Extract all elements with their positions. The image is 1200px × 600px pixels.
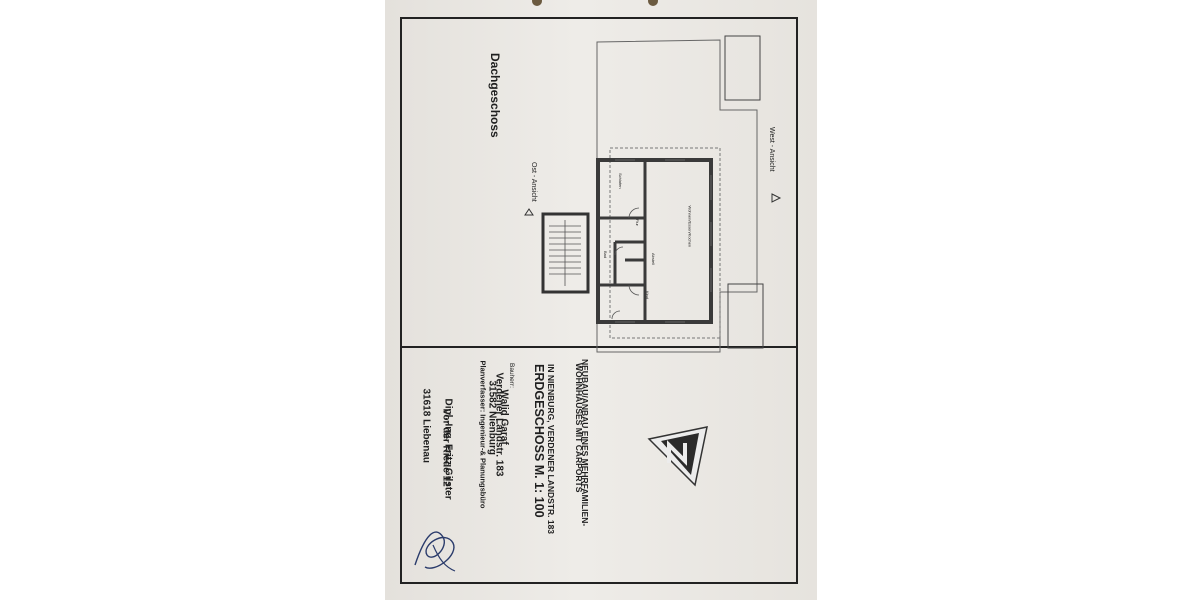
drawing-title: ERDGESCHOSS M. 1: 100: [532, 364, 546, 518]
drawing-frame: [400, 17, 798, 584]
document-photo: Dachgeschoss West - Ansicht Ost - Ansich…: [385, 0, 817, 600]
floor-plan: [524, 35, 782, 353]
project-line-2: WOHNHAUSES MIT CARPORTS: [574, 363, 584, 493]
punch-hole: [532, 0, 542, 6]
planner-city: 31618 Liebenau: [420, 388, 432, 463]
room-label-child: Kind: [645, 291, 650, 300]
client-label: Bauherr:: [508, 363, 515, 388]
planner-logo: [647, 426, 708, 487]
title-divider: [400, 346, 798, 348]
planner-label: Planverfasser: Ingenieur-& Planungsbüro: [478, 360, 488, 509]
room-label-storage: Abstell: [651, 253, 656, 266]
room-label-living: Wohnen/Essen/Kochen: [687, 205, 693, 248]
planner-street: Vor der Riede 12: [440, 408, 452, 487]
punch-hole: [648, 0, 658, 6]
room-label-hall: Flur: [635, 219, 640, 226]
signature: [414, 531, 456, 572]
room-label-bedroom: Schlafen: [618, 173, 623, 189]
room-label-bath: Bad: [603, 251, 608, 259]
